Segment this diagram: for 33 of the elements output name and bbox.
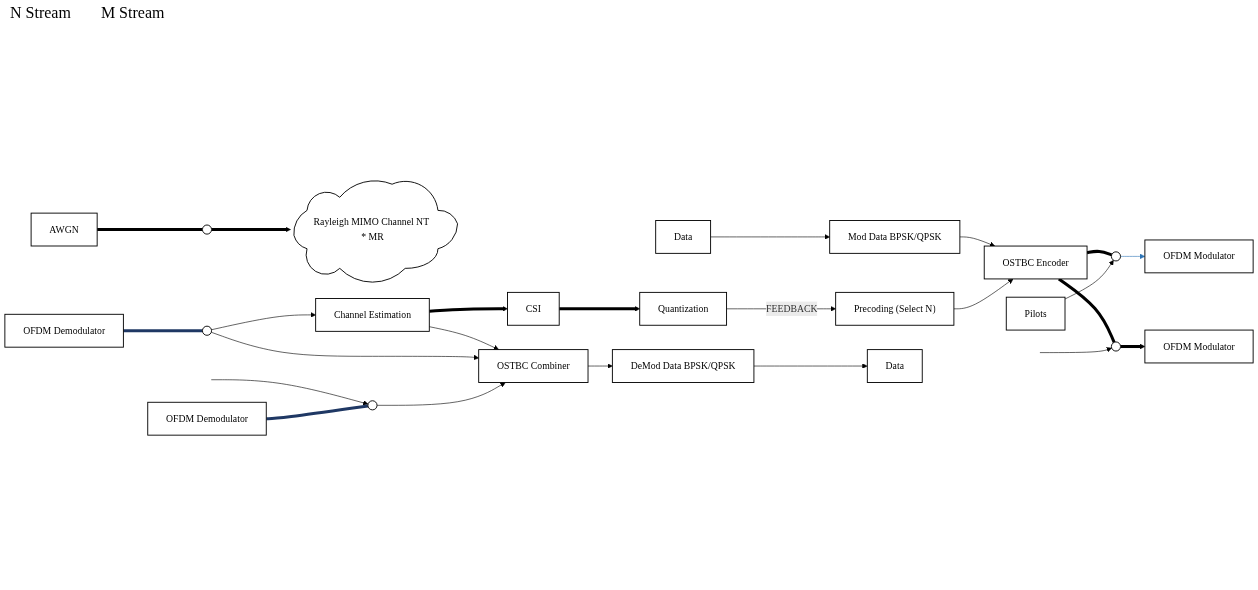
node-circle xyxy=(202,224,213,235)
arrow xyxy=(429,306,508,313)
connector xyxy=(123,329,203,333)
node-circle xyxy=(1110,251,1121,262)
arrow xyxy=(1120,343,1146,350)
node-box: Data xyxy=(866,349,923,383)
edge-label: FEEDBACK xyxy=(766,303,818,314)
node-box: OSTBC Encoder xyxy=(983,245,1088,280)
node-circle xyxy=(202,325,213,336)
connector xyxy=(1086,249,1113,257)
node-box: OFDM Demodulator xyxy=(4,313,124,348)
node-box: OFDM Demodulator xyxy=(147,401,267,436)
node-box: Data xyxy=(655,220,712,254)
node-box: OSTBC Combiner xyxy=(478,349,589,383)
arrow xyxy=(211,226,291,233)
node-box: OFDM Modulator xyxy=(1144,239,1254,274)
arrow xyxy=(559,306,640,312)
node-box: AWGN xyxy=(30,212,98,247)
connector xyxy=(1058,277,1116,343)
node-box: CSI xyxy=(507,291,560,326)
node-box: OFDM Modulator xyxy=(1144,329,1254,364)
stream-label: N Stream xyxy=(10,4,71,22)
connector xyxy=(97,228,203,232)
node-box: Channel Estimation xyxy=(315,298,430,332)
node-box: Precoding (Select N) xyxy=(835,291,955,326)
node-box: Pilots xyxy=(1005,296,1066,331)
node-box: DeMod Data BPSK/QPSK xyxy=(611,349,755,383)
node-box: Mod Data BPSK/QPSK xyxy=(829,220,961,254)
node-box: Quantization xyxy=(639,291,728,326)
node-circle xyxy=(367,400,378,411)
stream-label: M Stream xyxy=(100,4,165,22)
node-circle xyxy=(1110,341,1121,352)
connector xyxy=(266,404,369,421)
